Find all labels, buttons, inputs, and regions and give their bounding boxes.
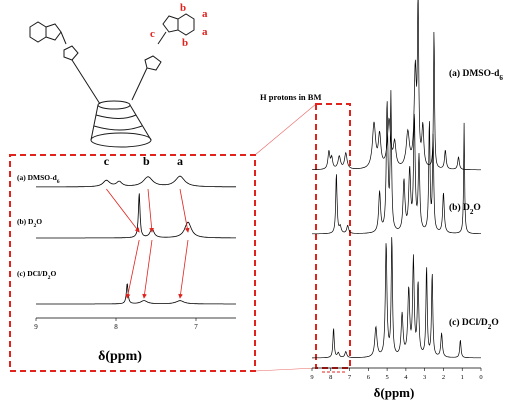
inset-spectrum-line-0 <box>36 175 236 188</box>
main-spectrum-line-0 <box>312 0 481 171</box>
cyclodextrin-bottom-rim <box>90 132 152 148</box>
benzimidazole-left-imidazole <box>45 23 62 41</box>
arrow-b-d2o-to-dcl <box>142 239 153 299</box>
inset-spectrum-label-0: (a) DMSO-d6 <box>17 173 60 185</box>
inset-peak-label-a: a <box>177 154 183 168</box>
main-spectrum-line-2 <box>312 237 481 359</box>
main-spectrum-label-2: (c) DCl/D2O <box>449 317 499 331</box>
inset-x-ticks: 9 8 7 <box>34 318 198 331</box>
main-tick-label-2: 7 <box>348 374 352 381</box>
inset-spectrum-label-1: (b) D2O <box>17 217 42 229</box>
main-tick-label-0: 9 <box>310 374 313 381</box>
main-spectra: (a) DMSO-d6 (b) D2O (c) DCl/D2O <box>312 0 503 359</box>
inset-spectra: (a) DMSO-d6 (b) D2O (c) DCl/D2O <box>17 173 236 305</box>
main-spectrum-label-0: (a) DMSO-d6 <box>449 68 503 82</box>
ring-label-b-top: b <box>180 2 186 14</box>
arrow-a-dmso-to-d2o <box>179 188 190 233</box>
arrow-a-d2o-to-dcl <box>178 239 189 299</box>
main-tick-label-1: 8 <box>329 374 332 381</box>
highlight-region-box <box>315 103 351 369</box>
overlay-marks <box>106 188 346 373</box>
main-tick-label-4: 5 <box>385 374 388 381</box>
molecule-structure: b a a b c <box>29 2 208 148</box>
inset-peak-label-c: c <box>104 154 110 168</box>
benzimidazole-right-imidazole <box>162 15 179 33</box>
zoom-connector-top <box>254 103 317 156</box>
zoom-connector-bottom <box>254 367 317 372</box>
benzimidazole-left-benzene <box>29 21 47 43</box>
main-tick-label-3: 6 <box>367 374 371 381</box>
inset-tick-label-2: 7 <box>194 323 198 331</box>
benzimidazole-right-benzene <box>177 13 195 36</box>
main-tick-label-9: 0 <box>479 374 482 381</box>
arrow-c-d2o-to-dcl <box>125 239 140 299</box>
arrow-c-dmso-to-d2o <box>106 188 140 233</box>
ring-label-a-bottom: a <box>202 26 208 38</box>
highlight-annotation: H protons in BM <box>260 92 321 102</box>
main-tick-label-8: 1 <box>461 374 464 381</box>
main-x-ticks: 9 8 7 6 5 4 3 2 1 0 <box>310 368 483 381</box>
inset-spectrum-line-1 <box>36 193 236 239</box>
inset-x-axis-label: δ(ppm) <box>98 349 142 364</box>
ring-label-b-bottom: b <box>182 37 188 49</box>
triazole-left <box>63 45 79 61</box>
inset-frame <box>9 154 256 372</box>
main-tick-label-5: 4 <box>404 374 408 381</box>
main-tick-label-7: 2 <box>442 374 445 381</box>
triazole-right <box>144 55 162 71</box>
main-spectrum-label-1: (b) D2O <box>449 202 481 216</box>
cyclodextrin-top-rim <box>97 100 131 110</box>
ring-label-a-top: a <box>202 8 208 20</box>
main-spectrum-line-1 <box>312 90 481 235</box>
main-x-axis-label: δ(ppm) <box>374 385 415 400</box>
arrow-b-dmso-to-d2o <box>147 188 155 233</box>
inset-tick-label-1: 8 <box>114 323 118 331</box>
inset-peak-label-b: b <box>143 154 150 168</box>
inset-spectrum-label-2: (c) DCl/D2O <box>17 269 56 281</box>
inset-spectrum-line-2 <box>36 283 236 305</box>
main-tick-label-6: 3 <box>423 374 426 381</box>
ring-label-c: c <box>150 28 155 40</box>
inset-tick-label-0: 9 <box>34 323 38 331</box>
